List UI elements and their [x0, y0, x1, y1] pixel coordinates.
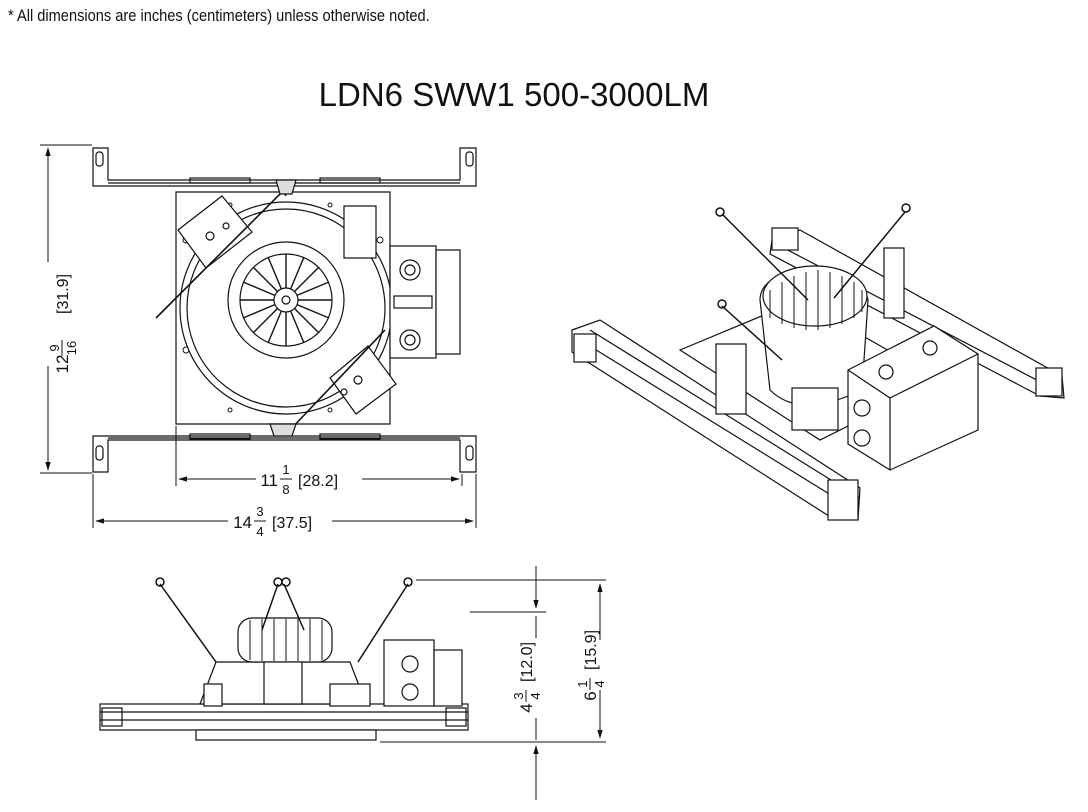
- product-title: LDN6 SWW1 500-3000LM: [0, 76, 1088, 114]
- width-outer-label: 14 3 4 [37.5]: [233, 504, 312, 539]
- side-clip-right: [329, 683, 371, 707]
- width-inner-label: 11 1 8 [28.2]: [260, 462, 338, 497]
- top-view: [92, 147, 477, 473]
- depth-metric: [31.9]: [55, 274, 72, 314]
- width-inner-den: 8: [282, 482, 289, 497]
- top-view-dimensions: [40, 144, 477, 528]
- isometric-view: [571, 203, 1065, 521]
- width-inner-whole: 11: [260, 471, 278, 490]
- height-body-metric: [12.0]: [519, 642, 536, 682]
- bottom-clip: [269, 423, 297, 437]
- iso-hanger-wires: [715, 203, 911, 361]
- side-junction-box: [383, 639, 463, 707]
- side-trim: [195, 729, 377, 741]
- product-title-text: LDN6 SWW1 500-3000LM: [318, 76, 710, 113]
- iso-heat-sink: [762, 265, 868, 327]
- dimension-note: * All dimensions are inches (centimeters…: [8, 6, 430, 25]
- height-body-whole: 4: [517, 703, 536, 712]
- depth-dimension-label: 12 9 16 [31.9]: [47, 274, 79, 373]
- width-outer-num: 3: [256, 504, 263, 519]
- height-overall-whole: 6: [581, 691, 600, 700]
- side-driver-post: [263, 661, 303, 705]
- depth-whole: 12: [53, 355, 72, 374]
- width-outer-metric: [37.5]: [272, 515, 312, 532]
- iso-heat-sink-fins: [769, 270, 863, 330]
- height-overall-label: 6 1 4 [15.9]: [575, 630, 607, 701]
- top-mounting-bar: [92, 147, 477, 187]
- depth-den: 16: [64, 341, 79, 355]
- side-view-dimensions: [380, 566, 606, 800]
- height-body-den: 4: [528, 692, 543, 699]
- depth-num: 9: [47, 344, 62, 351]
- height-overall-num: 1: [575, 680, 590, 687]
- height-body-num: 3: [511, 692, 526, 699]
- iso-mounting-clips: [573, 227, 1063, 521]
- iso-driver-module: [791, 387, 839, 431]
- width-inner-metric: [28.2]: [298, 473, 338, 490]
- bottom-mounting-bar: [92, 433, 477, 473]
- height-overall-metric: [15.9]: [583, 630, 600, 670]
- side-view: [99, 577, 469, 741]
- width-outer-whole: 14: [233, 513, 252, 532]
- iso-junction-box: [847, 325, 979, 471]
- height-overall-den: 4: [592, 680, 607, 687]
- side-heat-sink: [237, 617, 333, 663]
- width-outer-den: 4: [256, 524, 263, 539]
- side-hanger-wires: [155, 577, 413, 663]
- plate-holes: [182, 202, 384, 413]
- height-body-label: 4 3 4 [12.0]: [511, 642, 543, 713]
- upper-left-bracket: [177, 195, 253, 269]
- heat-sink-outer: [227, 241, 345, 359]
- junction-box-top: [343, 205, 461, 359]
- side-rail: [99, 703, 469, 731]
- top-clip: [275, 179, 297, 195]
- side-clip-left: [203, 683, 223, 707]
- side-heat-sink-fins: [249, 619, 323, 661]
- width-inner-num: 1: [282, 462, 289, 477]
- lower-right-bracket: [329, 345, 397, 415]
